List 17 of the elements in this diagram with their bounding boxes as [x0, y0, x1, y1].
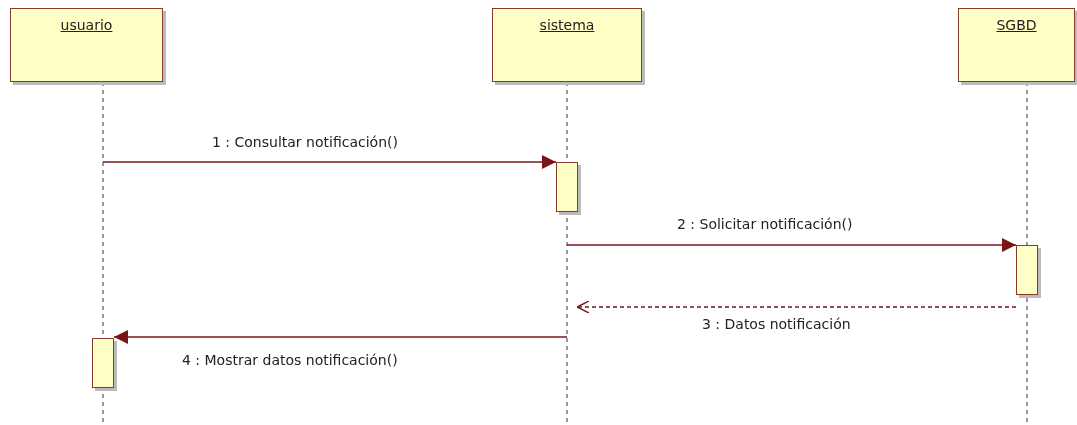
lifeline-header-box: [958, 8, 1075, 82]
edge-label: 3 : Datos notificación: [700, 316, 853, 332]
message-arrow: [566, 238, 1017, 252]
participant-name: SGBD: [996, 17, 1037, 33]
lifeline-header-box: [10, 8, 163, 82]
return-message-arrow: [576, 300, 1017, 314]
lifeline-header-box: [492, 8, 642, 82]
edge-label: 1 : Consultar notificación(): [210, 134, 400, 150]
participant-name: usuario: [60, 17, 113, 33]
activation-bar: [92, 338, 114, 388]
message-arrow: [102, 155, 557, 169]
participant-name: sistema: [539, 17, 595, 33]
edge-label: 2 : Solicitar notificación(): [675, 216, 855, 232]
activation-bar: [556, 162, 578, 212]
edge-label: 4 : Mostrar datos notificación(): [180, 352, 400, 368]
activation-bar: [1016, 245, 1038, 295]
message-arrow: [113, 330, 568, 344]
